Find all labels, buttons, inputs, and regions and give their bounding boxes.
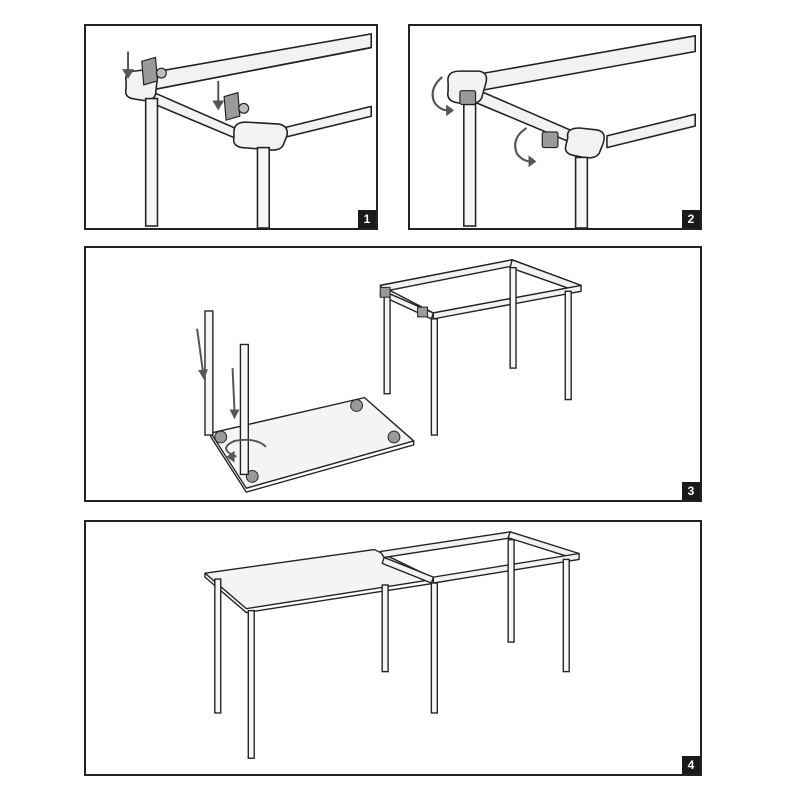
clamp (417, 306, 428, 318)
clamp-right (223, 91, 241, 121)
leg-socket (245, 469, 259, 483)
clamp (379, 286, 391, 298)
rotate-arrow-icon (514, 127, 531, 163)
down-arrow-icon (231, 368, 236, 412)
table-leg (562, 558, 570, 673)
frame-rail-back (379, 259, 515, 293)
table-leg (507, 539, 515, 643)
leg-socket (387, 430, 401, 444)
step-3-illustration (196, 259, 582, 493)
rotate-arrow-icon (431, 76, 449, 112)
step-panel-1: 1 (84, 24, 378, 230)
step-2-illustration (431, 35, 697, 228)
leg-left (144, 97, 159, 227)
frame-rail-right (606, 113, 697, 149)
step-panel-2: 2 (408, 24, 702, 230)
leg-inserting-2 (239, 343, 249, 476)
frame-leg (430, 318, 438, 436)
frame-corner-right (232, 121, 288, 151)
leg-left (463, 103, 477, 227)
leg-socket (350, 399, 363, 412)
leg-socket (214, 430, 228, 444)
table-leg (214, 578, 222, 714)
tabletop (204, 548, 437, 610)
step-badge-2: 2 (682, 210, 700, 228)
frame-corner-left (447, 70, 488, 106)
table-leg (381, 584, 389, 673)
frame-leg (383, 294, 391, 395)
step-1-illustration (122, 33, 373, 228)
step-badge-1: 1 (358, 210, 376, 228)
rotate-arrow-icon (225, 438, 267, 458)
leg-right (256, 146, 271, 228)
frame-leg (509, 266, 517, 369)
frame-rail-back (379, 531, 513, 559)
table-leg (247, 609, 255, 759)
frame-rail-front (432, 284, 582, 320)
step-panel-3: 3 (84, 246, 702, 502)
frame-rail-right (282, 105, 373, 139)
step-badge-4: 4 (682, 756, 700, 774)
frame-rail-right (509, 259, 582, 293)
frame-leg (564, 290, 572, 401)
frame-rail-front (432, 552, 580, 584)
leg-right (574, 156, 589, 228)
clamp-left (141, 56, 159, 86)
step-4-illustration (204, 531, 580, 759)
clamp-right (541, 131, 559, 149)
down-arrow-icon (196, 328, 204, 373)
table-leg (430, 582, 438, 714)
frame-rail-back (472, 35, 697, 92)
frame-corner-right (564, 127, 605, 159)
clamp-left (459, 90, 477, 106)
step-panel-4: 4 (84, 520, 702, 776)
step-badge-3: 3 (682, 482, 700, 500)
frame-rail-back (125, 33, 373, 92)
